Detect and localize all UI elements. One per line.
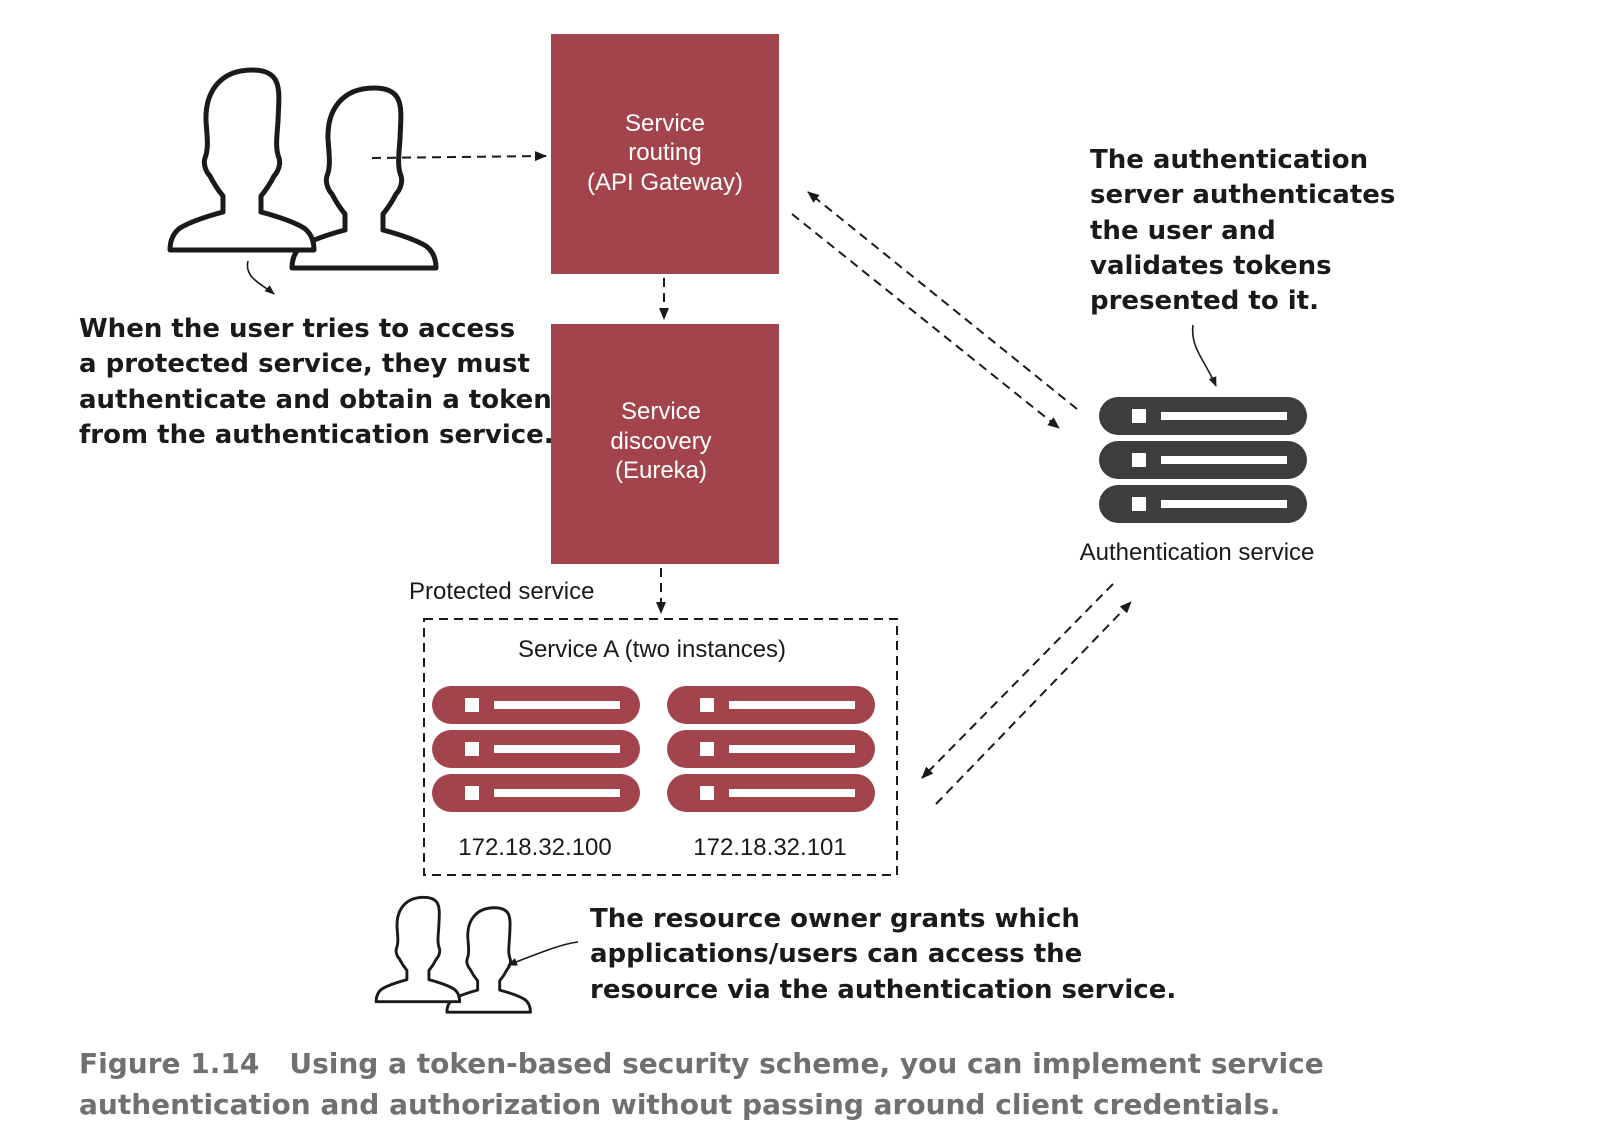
auth-callout-line-1: The authentication (1090, 145, 1368, 175)
api-gateway-box: Service routing (API Gateway) (551, 34, 779, 274)
users-icon (376, 897, 530, 1012)
user-callout: When the user tries to access a protecte… (79, 314, 554, 450)
gateway-to-auth-arrow (791, 213, 1060, 429)
owner-callout: The resource owner grants which applicat… (590, 904, 1176, 1005)
user-callout-pointer (246, 260, 275, 295)
auth-callout-pointer (1191, 324, 1217, 387)
gateway-line-3: (API Gateway) (587, 169, 743, 196)
instance-ip-2: 172.18.32.101 (693, 834, 846, 861)
server-icon (432, 686, 640, 812)
instance-ip-1: 172.18.32.100 (458, 834, 611, 861)
discovery-line-3: (Eureka) (615, 457, 707, 484)
discovery-line-2: discovery (610, 428, 711, 455)
auth-callout-line-4: validates tokens (1090, 251, 1332, 281)
auth-to-gateway-arrow (807, 191, 1078, 410)
owner-callout-line-3: resource via the authentication service. (590, 975, 1176, 1005)
protected-service-container (423, 618, 898, 876)
caption-line-2: authentication and authorization without… (79, 1088, 1280, 1121)
user-callout-line-1: When the user tries to access (79, 314, 515, 344)
auth-to-service-arrow (921, 583, 1114, 779)
owner-callout-line-2: applications/users can access the (590, 939, 1082, 969)
server-icon (667, 686, 875, 812)
discovery-line-1: Service (621, 398, 701, 425)
caption-text-1: Using a token-based security scheme, you… (289, 1047, 1323, 1080)
owner-callout-pointer (507, 941, 579, 966)
user-callout-line-2: a protected service, they must (79, 349, 530, 379)
users-icon (170, 70, 436, 268)
auth-callout-line-3: the user and (1090, 216, 1276, 246)
gateway-line-2: routing (628, 139, 701, 166)
server-icon (1099, 397, 1307, 523)
user-callout-line-3: authenticate and obtain a token (79, 385, 552, 415)
auth-callout-line-5: presented to it. (1090, 286, 1319, 316)
gateway-line-1: Service (625, 110, 705, 137)
protected-service-label: Protected service (409, 578, 594, 605)
auth-callout-line-2: server authenticates (1090, 180, 1395, 210)
authentication-service-label: Authentication service (1080, 539, 1315, 566)
service-a-title: Service A (two instances) (518, 636, 786, 663)
service-discovery-box: Service discovery (Eureka) (551, 324, 779, 564)
service-to-auth-arrow (935, 601, 1132, 805)
figure-caption: Figure 1.14 Using a token-based security … (79, 1047, 1324, 1121)
owner-callout-line-1: The resource owner grants which (590, 904, 1080, 934)
auth-callout: The authentication server authenticates … (1090, 145, 1395, 316)
caption-line-1: Figure 1.14 Using a token-based security … (79, 1047, 1324, 1080)
figure-number: Figure 1.14 (79, 1047, 259, 1080)
user-callout-line-4: from the authentication service. (79, 420, 554, 450)
